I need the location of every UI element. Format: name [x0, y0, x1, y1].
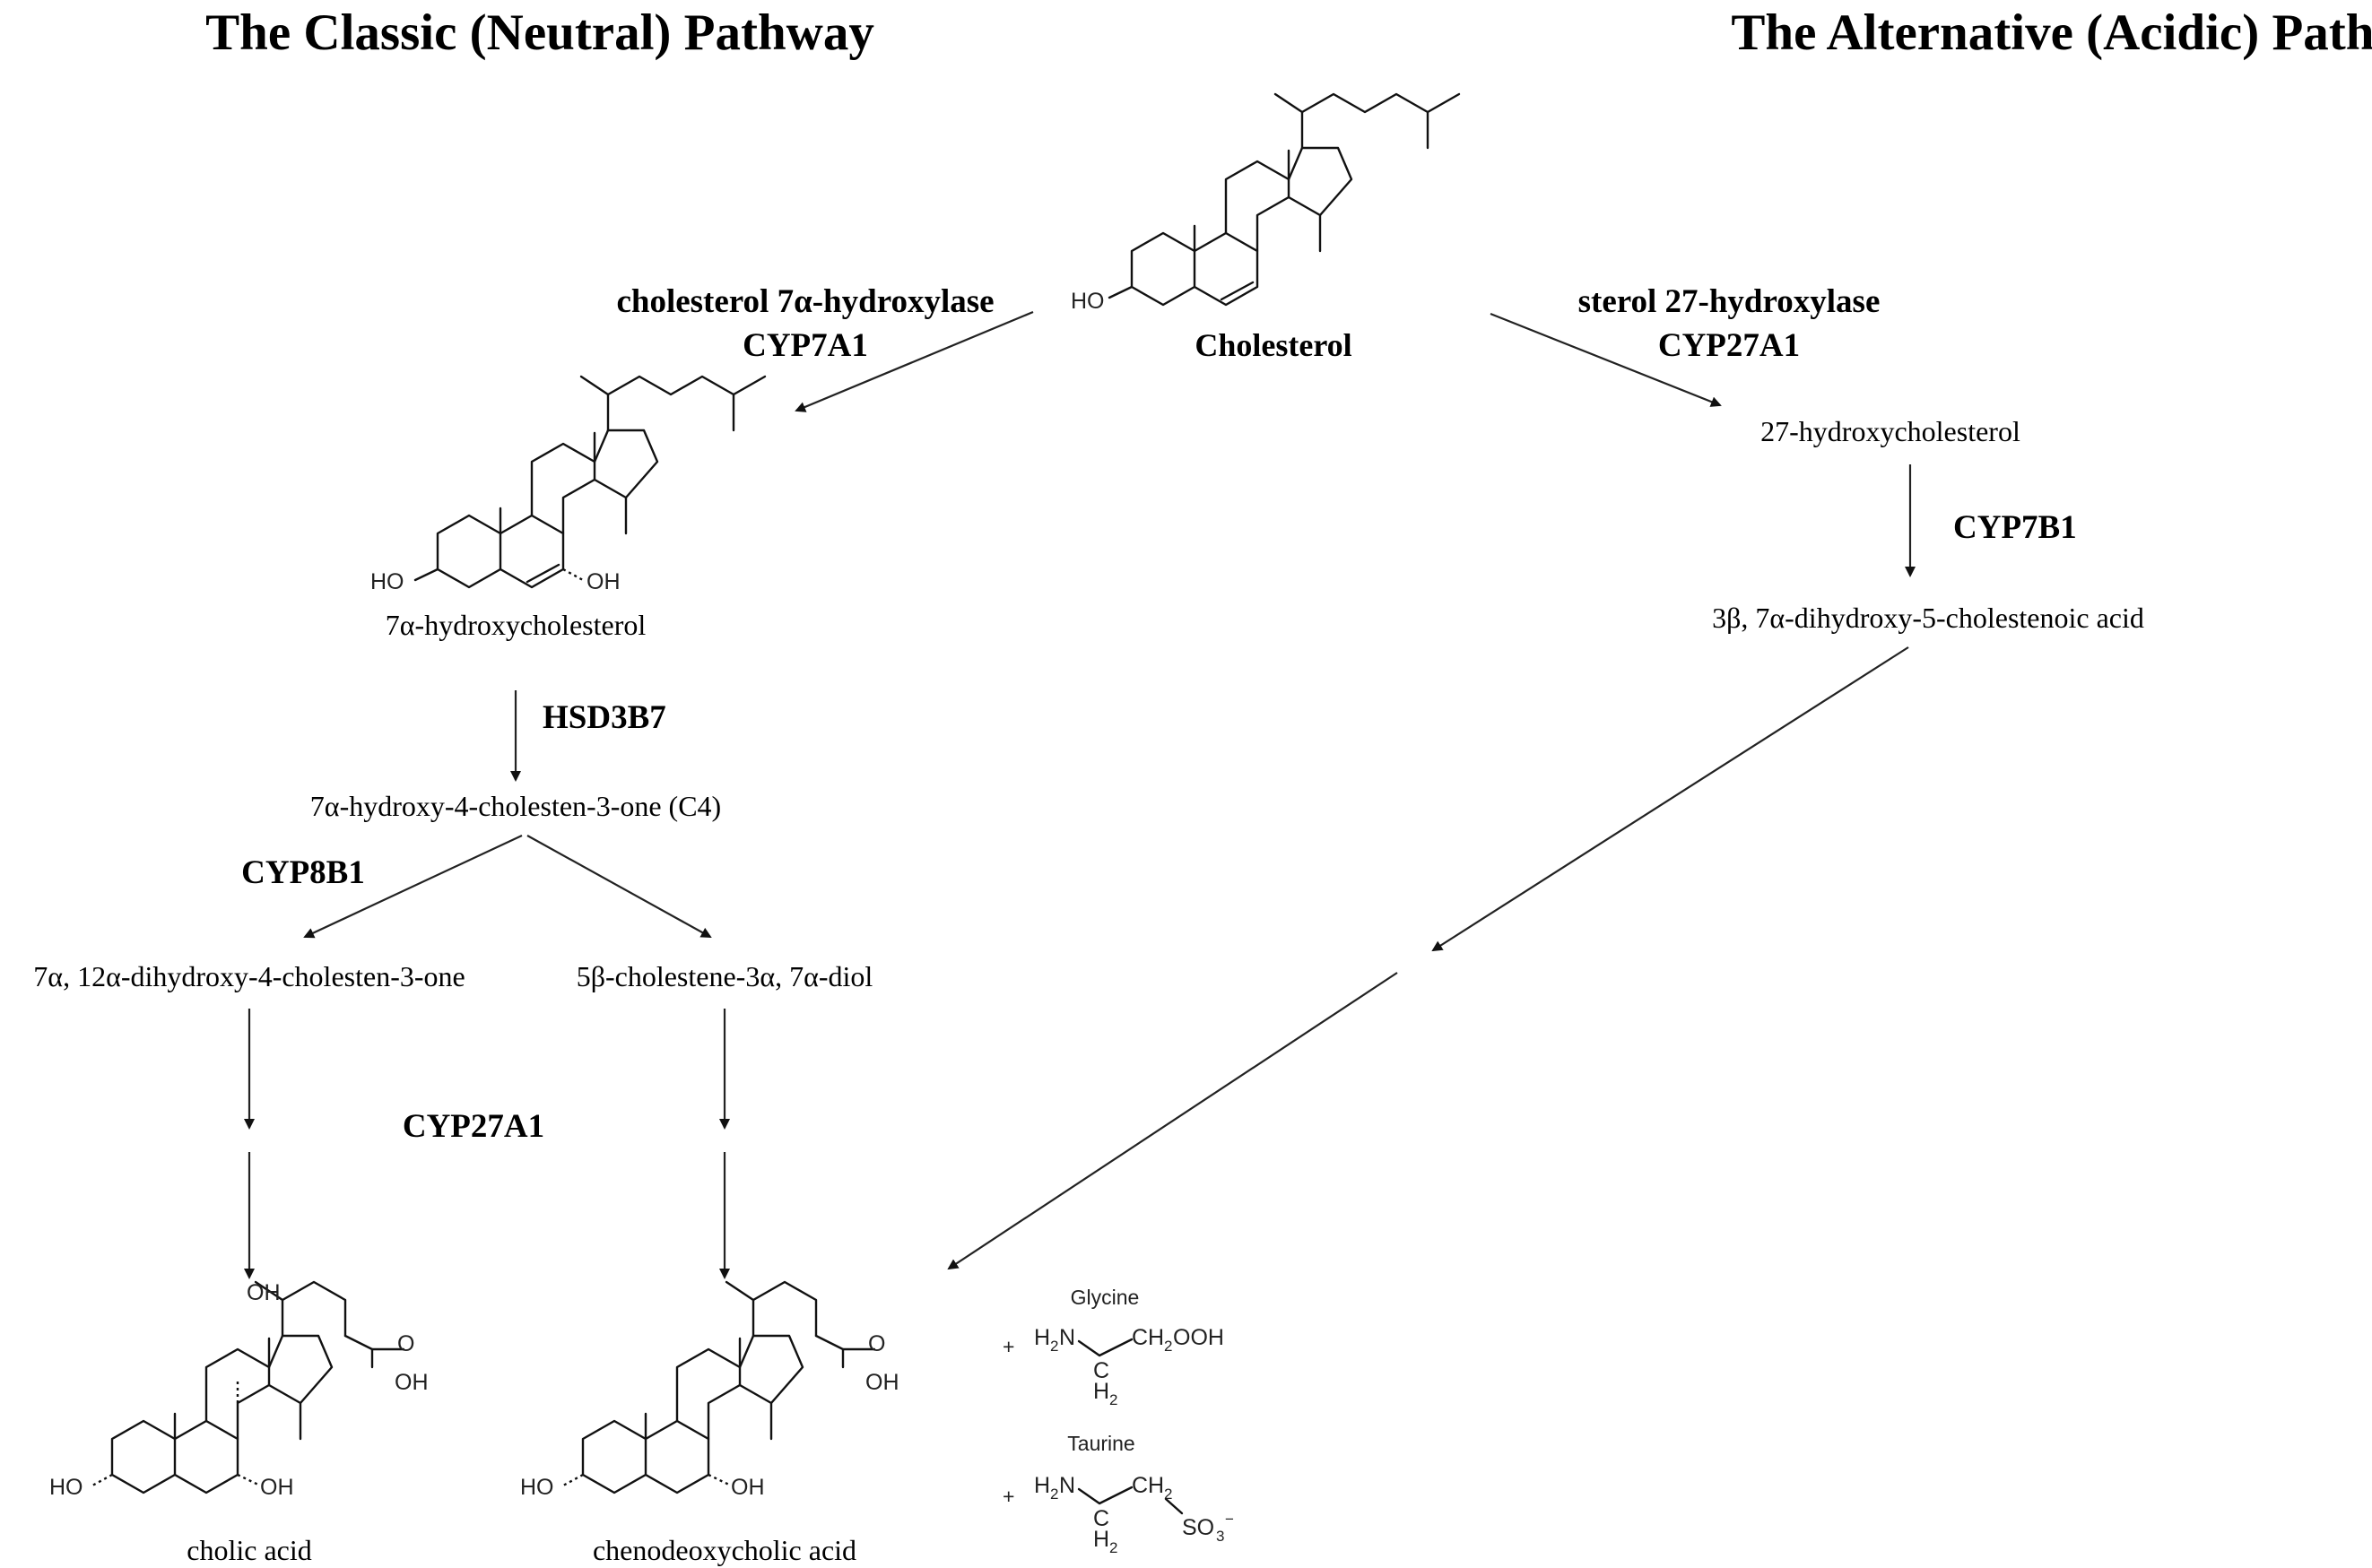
- glycine-c-atom: C: [1093, 1358, 1109, 1383]
- arrow-acid-to-cdca: [947, 972, 1398, 1270]
- taurine-label: Taurine: [1067, 1432, 1134, 1455]
- cdca-carbonyl-o-label: O: [868, 1331, 885, 1356]
- cyp8b1-label: CYP8B1: [241, 854, 365, 891]
- 27-hydroxycholesterol-label: 27-hydroxycholesterol: [1760, 415, 2020, 447]
- 7a-oh-label: OH: [586, 569, 621, 594]
- dihydroxy-cholestenoic-acid-label: 3β, 7α-dihydroxy-5-cholestenoic acid: [1712, 602, 2144, 634]
- arrow-cholesterol-to-7a: [795, 310, 1034, 412]
- cholic-12-oh-label: OH: [247, 1280, 281, 1305]
- glycine-structure: H 2 N C H 2 CH 2 OOH: [1034, 1325, 1224, 1408]
- taurine-ch-sub: 2: [1164, 1486, 1172, 1503]
- cdca-structure: HO OH O OH: [520, 1280, 899, 1500]
- glycine-h-sub: 2: [1050, 1338, 1058, 1355]
- cholic-carbonyl-o-label: O: [397, 1331, 414, 1356]
- glycine-ooh-atom: OOH: [1173, 1325, 1224, 1350]
- cdca-7-oh-label: OH: [731, 1475, 765, 1500]
- hsd3b7-label: HSD3B7: [543, 699, 666, 736]
- cholic-7-oh-label: OH: [260, 1475, 294, 1500]
- 7a-ho-label: HO: [370, 569, 404, 594]
- c4-label: 7α-hydroxy-4-cholesten-3-one (C4): [310, 790, 721, 822]
- cyp7b1-label: CYP7B1: [1953, 509, 2077, 546]
- taurine-so-charge: −: [1225, 1511, 1234, 1528]
- sterol-27-hydroxylase-label: sterol 27-hydroxylase: [1578, 283, 1881, 320]
- 7a-hydroxycholesterol-label: 7α-hydroxycholesterol: [386, 609, 647, 641]
- cholesterol-7a-hydroxylase-label: cholesterol 7α-hydroxylase: [616, 283, 994, 320]
- taurine-structure: H 2 N C H 2 CH 2 SO 3 −: [1034, 1473, 1234, 1556]
- cholic-acid-label: cholic acid: [187, 1534, 311, 1566]
- cdca-carboxyl-oh-label: OH: [865, 1370, 899, 1395]
- classic-pathway-title: The Classic (Neutral) Pathway: [205, 4, 874, 61]
- cholic-3-ho-label: HO: [49, 1475, 83, 1500]
- taurine-c-h-atom: H: [1093, 1527, 1109, 1552]
- arrow-c4-to-diol: [526, 835, 712, 938]
- 7a-hydroxycholesterol-structure: HO OH: [370, 375, 767, 594]
- glycine-c-h-sub: 2: [1109, 1391, 1117, 1408]
- taurine-so-atom: SO: [1182, 1515, 1214, 1540]
- glycine-h-atom: H: [1034, 1325, 1050, 1350]
- taurine-ch-atom: CH: [1132, 1473, 1164, 1498]
- cholesterol-structure: HO: [1071, 92, 1461, 314]
- glycine-plus: +: [1003, 1335, 1014, 1358]
- cholesterol-ho-label: HO: [1071, 289, 1105, 314]
- taurine-c-h-sub: 2: [1109, 1539, 1117, 1556]
- arrow-cholesterol-to-27oh: [1490, 312, 1722, 407]
- taurine-so-sub: 3: [1216, 1528, 1224, 1545]
- cyp27a1-upper-label: CYP27A1: [1658, 327, 1800, 364]
- taurine-c-atom: C: [1093, 1506, 1109, 1531]
- cholesterol-label: Cholesterol: [1195, 327, 1351, 363]
- glycine-n-atom: N: [1059, 1325, 1075, 1350]
- glycine-label: Glycine: [1071, 1286, 1140, 1309]
- cholic-acid-structure: HO OH OH O OH: [49, 1280, 429, 1500]
- arrow-c4-to-dihydroxy-one: [303, 835, 523, 939]
- glycine-c-h-atom: H: [1093, 1379, 1109, 1404]
- dihydroxy-cholestenone-label: 7α, 12α-dihydroxy-4-cholesten-3-one: [33, 960, 465, 992]
- cholic-carboxyl-oh-label: OH: [395, 1370, 429, 1395]
- cdca-label: chenodeoxycholic acid: [593, 1534, 856, 1566]
- cyp7a1-label: CYP7A1: [743, 327, 868, 364]
- taurine-plus: +: [1003, 1485, 1014, 1508]
- taurine-h-sub: 2: [1050, 1486, 1058, 1503]
- alternative-pathway-title: The Alternative (Acidic) Pathway: [1731, 4, 2372, 61]
- taurine-n-atom: N: [1059, 1473, 1075, 1498]
- taurine-h-atom: H: [1034, 1473, 1050, 1498]
- glycine-ch-atom: CH: [1132, 1325, 1164, 1350]
- cyp27a1-lower-label: CYP27A1: [403, 1108, 544, 1145]
- glycine-ch-sub: 2: [1164, 1338, 1172, 1355]
- arrow-acid-upper: [1431, 646, 1909, 952]
- cdca-3-ho-label: HO: [520, 1475, 554, 1500]
- cholestene-diol-label: 5β-cholestene-3α, 7α-diol: [577, 960, 873, 992]
